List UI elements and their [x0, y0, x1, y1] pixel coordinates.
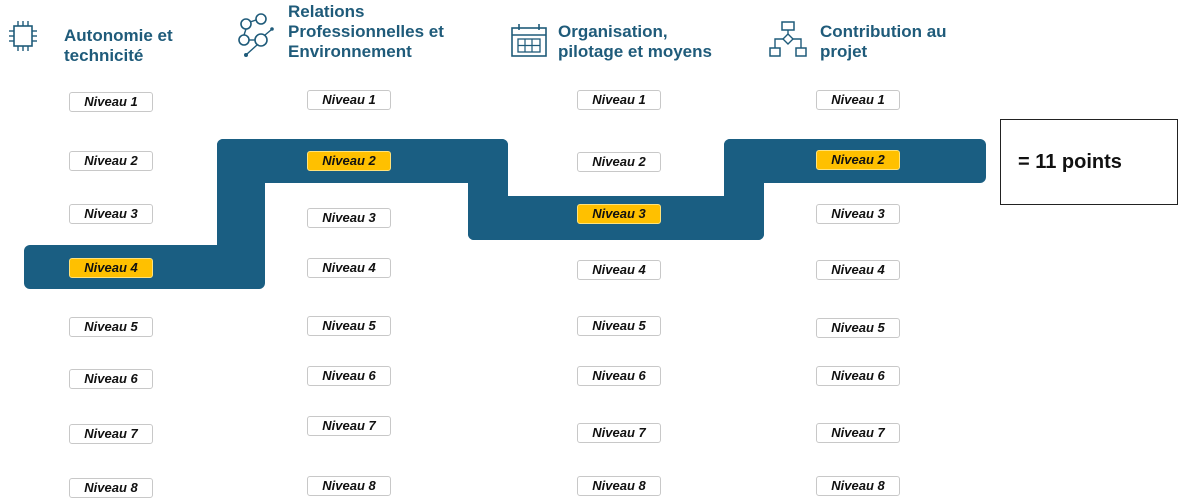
- level-badge-col2-niveau-6: Niveau 6: [307, 366, 391, 386]
- level-badge-col3-niveau-4: Niveau 4: [577, 260, 661, 280]
- column-header-2: Relations Professionnelles et Environnem…: [234, 2, 444, 62]
- level-badge-col1-niveau-6: Niveau 6: [69, 369, 153, 389]
- column-header-1: Autonomie et technicité: [8, 18, 173, 66]
- level-badge-col3-niveau-3: Niveau 3: [577, 204, 661, 224]
- network-icon: [238, 13, 274, 57]
- level-badge-col4-niveau-4: Niveau 4: [816, 260, 900, 280]
- level-badge-col4-niveau-8: Niveau 8: [816, 476, 900, 496]
- level-badge-col1-niveau-4: Niveau 4: [69, 258, 153, 278]
- level-badge-col2-niveau-8: Niveau 8: [307, 476, 391, 496]
- level-badge-col3-niveau-1: Niveau 1: [577, 90, 661, 110]
- level-badge-col2-niveau-7: Niveau 7: [307, 416, 391, 436]
- level-badge-col3-niveau-6: Niveau 6: [577, 366, 661, 386]
- level-badge-col1-niveau-3: Niveau 3: [69, 204, 153, 224]
- total-points: = 11 points: [1000, 119, 1178, 205]
- level-badge-col1-niveau-2: Niveau 2: [69, 151, 153, 171]
- level-badge-col2-niveau-1: Niveau 1: [307, 90, 391, 110]
- level-badge-col2-niveau-3: Niveau 3: [307, 208, 391, 228]
- column-title-3: Organisation, pilotage et moyens: [558, 22, 712, 61]
- calendar-grid-icon: [511, 24, 547, 57]
- level-badge-col3-niveau-5: Niveau 5: [577, 316, 661, 336]
- column-header-4: Contribution au projet: [768, 20, 947, 62]
- level-badge-col4-niveau-7: Niveau 7: [816, 423, 900, 443]
- column-title-1: Autonomie et technicité: [64, 26, 173, 65]
- column-title-2: Relations Professionnelles et Environnem…: [288, 2, 444, 61]
- level-badge-col4-niveau-5: Niveau 5: [816, 318, 900, 338]
- level-badge-col2-niveau-2: Niveau 2: [307, 151, 391, 171]
- level-badge-col1-niveau-8: Niveau 8: [69, 478, 153, 498]
- level-badge-col4-niveau-6: Niveau 6: [816, 366, 900, 386]
- level-badge-col2-niveau-4: Niveau 4: [307, 258, 391, 278]
- level-badge-col4-niveau-1: Niveau 1: [816, 90, 900, 110]
- level-badge-col4-niveau-2: Niveau 2: [816, 150, 900, 170]
- level-badge-col1-niveau-1: Niveau 1: [69, 92, 153, 112]
- level-badge-col1-niveau-7: Niveau 7: [69, 424, 153, 444]
- level-badge-col3-niveau-2: Niveau 2: [577, 152, 661, 172]
- chip-icon: [9, 21, 37, 51]
- flowchart-icon: [769, 21, 807, 57]
- level-badge-col4-niveau-3: Niveau 3: [816, 204, 900, 224]
- level-badge-col2-niveau-5: Niveau 5: [307, 316, 391, 336]
- level-badge-col3-niveau-8: Niveau 8: [577, 476, 661, 496]
- level-badge-col3-niveau-7: Niveau 7: [577, 423, 661, 443]
- column-title-4: Contribution au projet: [820, 22, 947, 61]
- level-badge-col1-niveau-5: Niveau 5: [69, 317, 153, 337]
- column-header-3: Organisation, pilotage et moyens: [510, 20, 712, 62]
